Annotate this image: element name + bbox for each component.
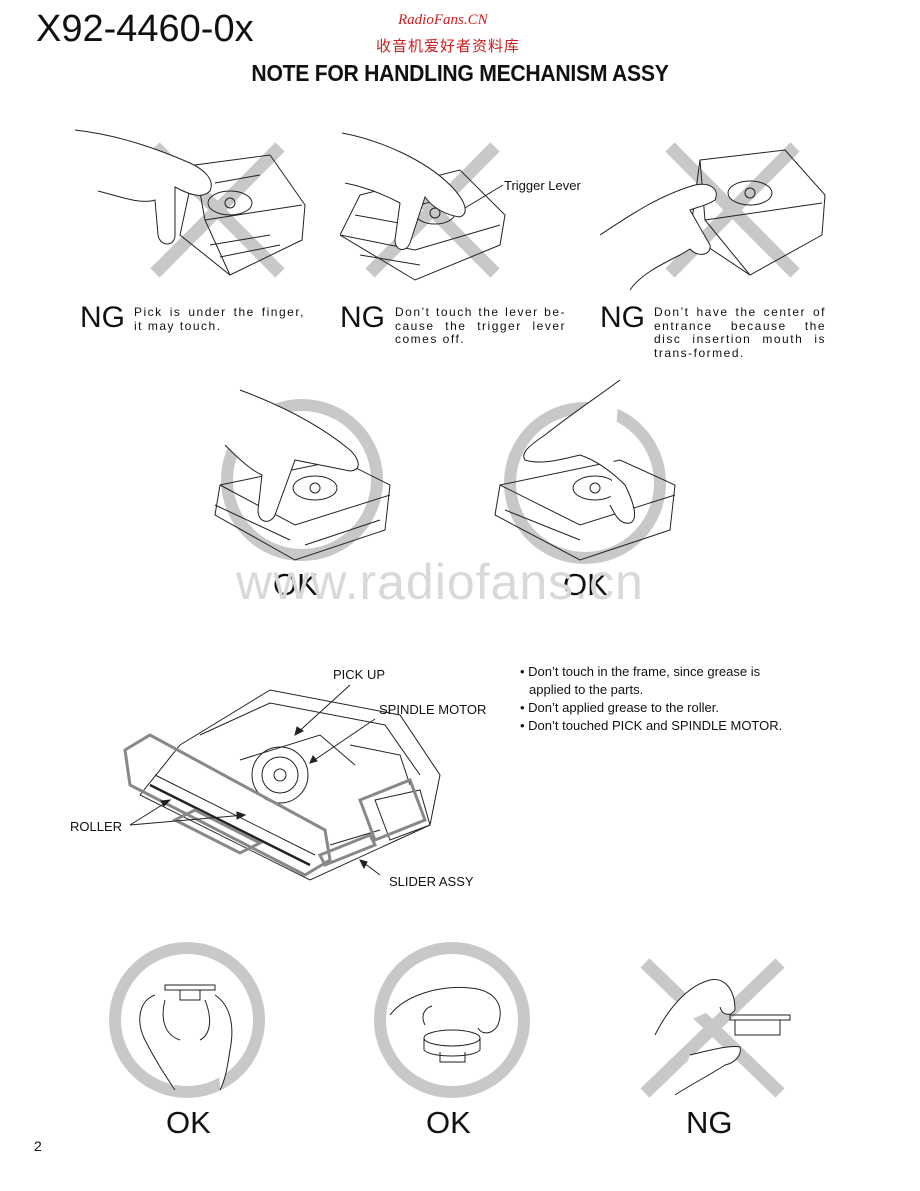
hand-drawing [389, 986, 501, 1034]
leader-lines [129, 684, 381, 876]
ng-illustration-3 [600, 142, 826, 291]
roller-label: ROLLER [70, 819, 123, 834]
mechanism-drawing [689, 149, 826, 276]
circle-mark-icon [109, 942, 265, 1098]
spindle-motor-label: SPINDLE MOTOR [379, 702, 487, 717]
ok-illustration-3 [109, 942, 265, 1098]
ok-illustration-4 [374, 942, 530, 1098]
ng-label-3: NG [600, 301, 645, 334]
hand-drawing [654, 979, 741, 1096]
ng-caption-3: Don’t have the center of entrance becaus… [654, 305, 826, 360]
model-number: X92-4460-0x [36, 8, 254, 50]
ng-caption-1: Pick is under the finger, it may touch. [134, 305, 305, 333]
hand-drawing [74, 129, 212, 245]
ok-label-1: OK [273, 567, 318, 602]
note-line-2: applied to the parts. [529, 682, 644, 697]
ng-label-1: NG [80, 301, 125, 334]
part-drawing [729, 1014, 791, 1036]
hand-drawing [600, 183, 717, 291]
trigger-lever-label: Trigger Lever [504, 178, 581, 193]
ng-illustration-4 [640, 958, 791, 1098]
part-drawing [164, 984, 216, 991]
ok-illustration-1 [214, 389, 391, 561]
hand-drawing [341, 132, 466, 250]
note-line-3: • Don’t applied grease to the roller. [520, 700, 719, 715]
note-line-1: • Don’t touch in the frame, since grease… [520, 664, 761, 679]
ok-label-3: OK [166, 1105, 211, 1140]
ng-label-2: NG [340, 301, 385, 334]
page-number: 2 [34, 1138, 42, 1154]
x-mark-icon [665, 142, 800, 278]
ng-illustration-2 [340, 132, 506, 281]
site-name: RadioFans.CN [398, 12, 488, 28]
ng-caption-2: Don’t touch the lever be-cause the trigg… [395, 305, 566, 346]
slider-assy-label: SLIDER ASSY [389, 874, 474, 889]
hand-drawing [523, 379, 636, 524]
part-drawing [423, 1029, 481, 1063]
note-line-4: • Don’t touched PICK and SPINDLE MOTOR. [520, 718, 783, 733]
site-chinese-name: 收音机爱好者资料库 [376, 38, 521, 55]
ng-illustration-1 [74, 129, 306, 278]
pickup-label: PICK UP [333, 667, 386, 682]
ok-illustration-2 [494, 379, 676, 564]
circle-mark-icon [374, 942, 530, 1098]
ok-label-2: OK [563, 567, 608, 602]
ng-label-4: NG [686, 1105, 733, 1140]
circle-mark-icon [221, 399, 383, 561]
mechanism-drawing [494, 459, 676, 561]
hand-drawing [139, 994, 233, 1091]
x-mark-icon [640, 958, 785, 1098]
trigger-lever-leader-line [464, 184, 504, 209]
grease-area-outline [123, 733, 427, 877]
hand-drawing [224, 389, 359, 522]
ok-label-4: OK [426, 1105, 471, 1140]
mechanism-drawing [214, 459, 391, 561]
watermark: www.radiofans.cn [236, 554, 644, 610]
handling-notes: • Don’t touch in the frame, since grease… [520, 663, 782, 735]
mechanism-diagram [123, 684, 441, 881]
page-title: NOTE FOR HANDLING MECHANISM ASSY [251, 60, 669, 86]
